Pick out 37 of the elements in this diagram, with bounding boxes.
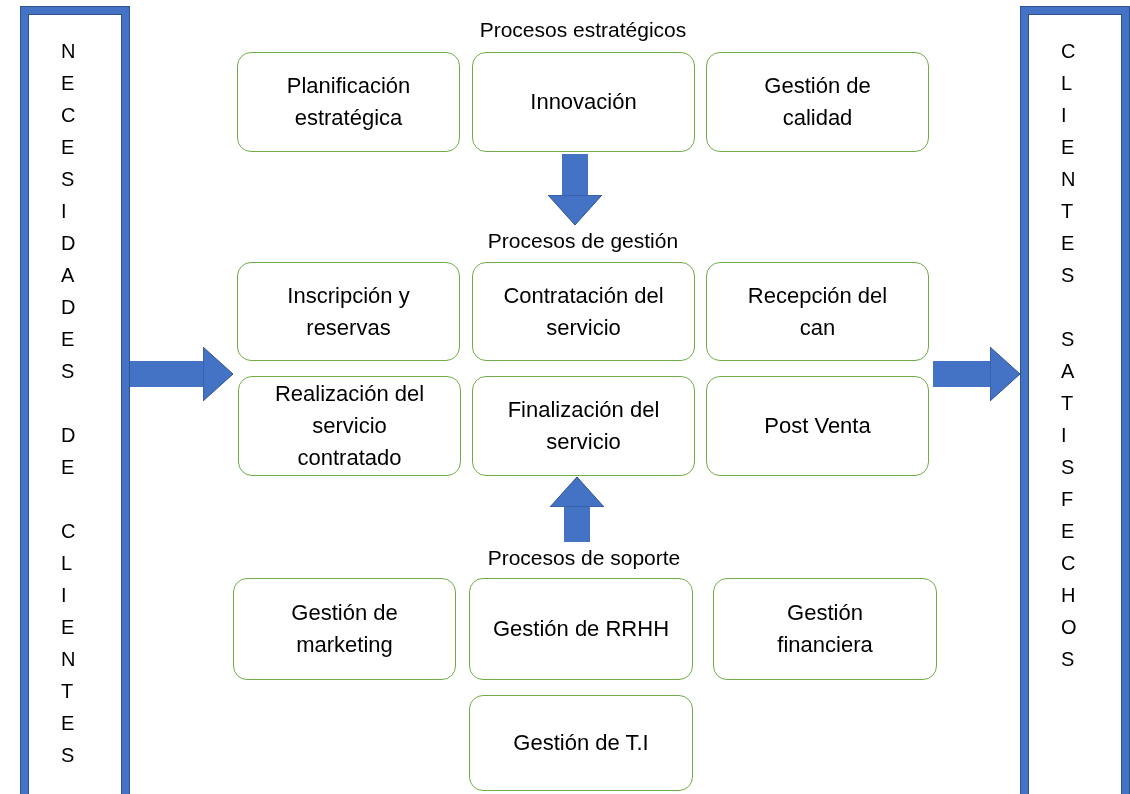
group-heading: Procesos de soporte (487, 545, 681, 571)
box-label: Gestión de marketing (290, 599, 399, 659)
box-label: Post Venta (763, 412, 872, 440)
box-label: Gestión de calidad (763, 72, 872, 132)
process-box (233, 578, 456, 680)
block-arrow (547, 154, 603, 226)
vertical-label: CLIENTES SATISFECHOS (1028, 14, 1122, 794)
group-heading: Procesos estratégicos (479, 17, 687, 43)
side-band (20, 6, 130, 794)
box-label: Contratación del servicio (502, 281, 665, 342)
block-arrow (549, 476, 605, 542)
vertical-label: NECESIDADES DE CLIENTES (28, 14, 122, 794)
box-label: Innovación (529, 88, 638, 116)
group-heading: Procesos de gestión (487, 228, 679, 254)
block-arrow (130, 346, 234, 402)
process-box (469, 695, 693, 791)
process-box (472, 52, 695, 152)
box-label: Gestión financiera (776, 599, 874, 659)
box-label: Inscripción y reservas (286, 281, 411, 342)
box-label: Gestión de T.I (512, 729, 650, 757)
process-box (706, 262, 929, 361)
process-box (713, 578, 937, 680)
box-label: Gestión de RRHH (491, 615, 671, 643)
side-band (1020, 6, 1130, 794)
box-label: Realización del servicio contratado (273, 380, 426, 472)
process-box (237, 262, 460, 361)
process-box (706, 376, 929, 476)
box-label: Planificación estratégica (285, 72, 412, 132)
block-arrow (933, 346, 1021, 402)
process-box (472, 376, 695, 476)
process-box (472, 262, 695, 361)
process-box (238, 376, 461, 476)
box-label: Finalización del servicio (506, 396, 661, 456)
process-box (237, 52, 460, 152)
box-label: Recepción del can (746, 281, 889, 342)
process-box (469, 578, 693, 680)
process-box (706, 52, 929, 152)
